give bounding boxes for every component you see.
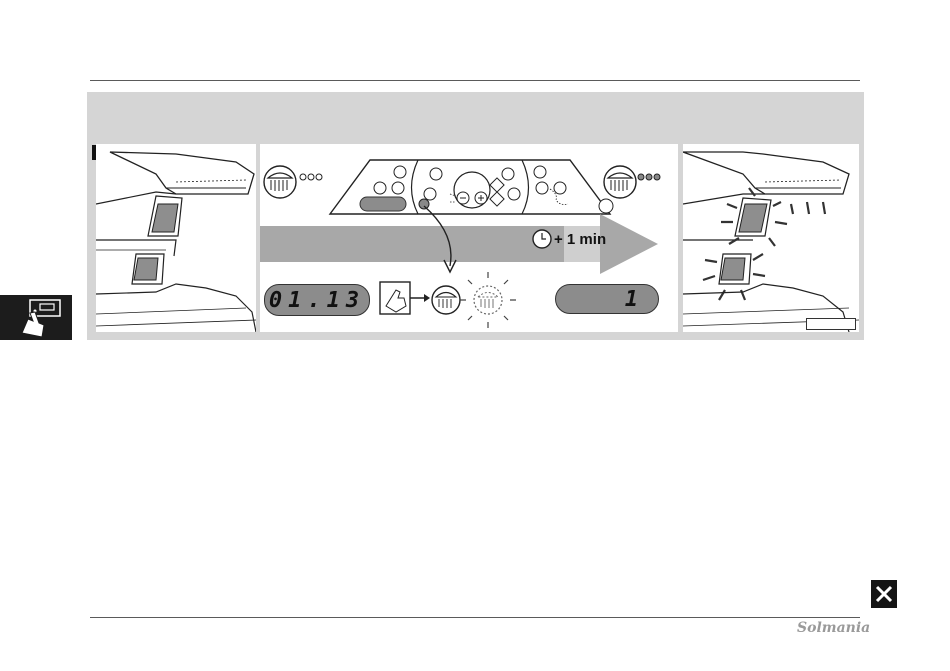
- brand-logo: Solmania: [797, 620, 870, 636]
- close-x-icon: [875, 585, 893, 603]
- facial-lamp-icon: [432, 286, 460, 314]
- counter-display: 1: [555, 284, 659, 314]
- timer-display: 01.13: [264, 284, 370, 316]
- clock-icon: [533, 230, 551, 248]
- hand-press-icon: [380, 282, 430, 314]
- header-rule: [90, 80, 860, 81]
- facial-lamp-icon: [460, 272, 516, 328]
- facial-lamp-icon: [604, 166, 636, 198]
- reference-label-box: [806, 318, 856, 330]
- illustration-panel: 01.13 1 + 1 min: [87, 92, 864, 340]
- solarium-after-illustration: [683, 144, 859, 332]
- footer-rule: [90, 617, 860, 618]
- control-panel-hand-icon: [0, 295, 72, 340]
- control-sequence-illustration: 01.13 1 + 1 min: [260, 144, 678, 332]
- solarium-before-illustration: [96, 144, 256, 332]
- facial-lamp-icon: [264, 166, 296, 198]
- close-button[interactable]: [871, 580, 897, 608]
- time-increment-label: + 1 min: [554, 231, 606, 248]
